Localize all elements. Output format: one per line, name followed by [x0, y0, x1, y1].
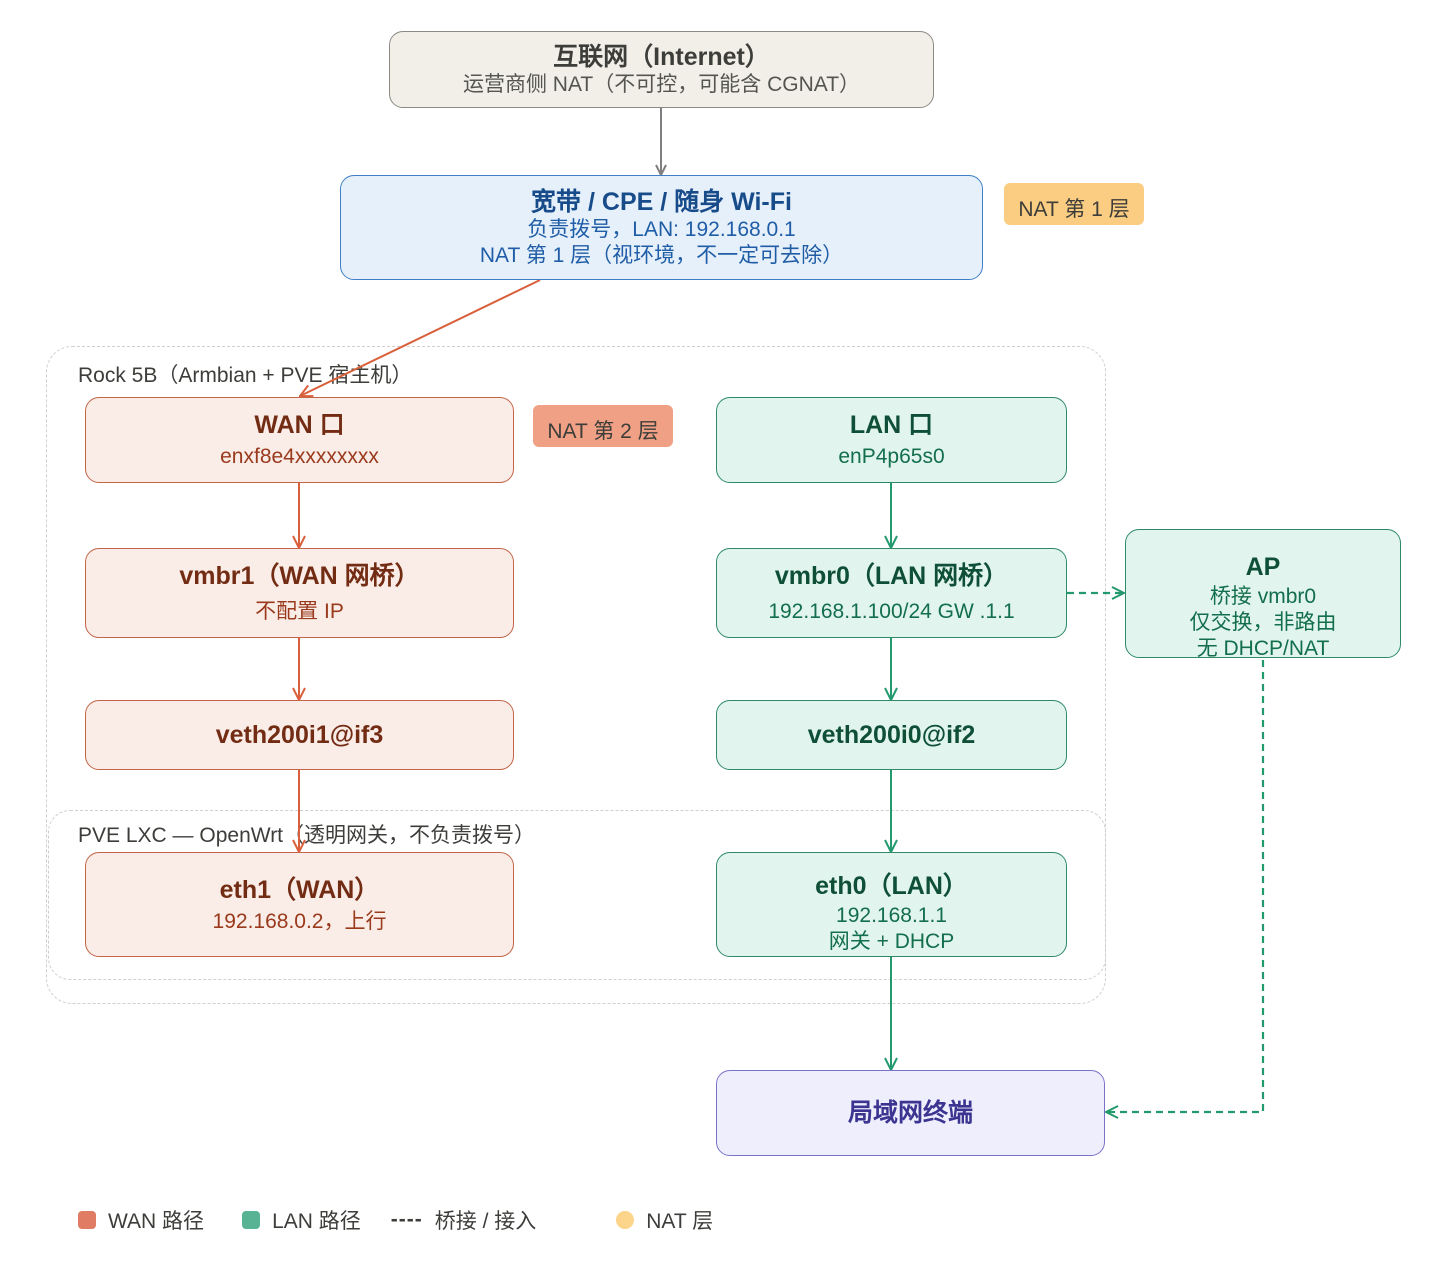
cpe-node[interactable]: 宽带 / CPE / 随身 Wi-Fi 负责拨号，LAN: 192.168.0.… [340, 175, 983, 280]
nat1-badge: NAT 第 1 层 [1004, 183, 1144, 225]
wan-port-subtitle: enxf8e4xxxxxxxx [220, 445, 379, 468]
legend-wan-label: WAN 路径 [108, 1210, 205, 1233]
legend-item-bridge: ---- 桥接 / 接入 [391, 1205, 537, 1235]
lxc-group [48, 810, 1106, 980]
vmbr0-subtitle: 192.168.1.100/24 GW .1.1 [768, 600, 1015, 623]
lan-port-node[interactable]: LAN 口 enP4p65s0 [716, 397, 1067, 483]
wan-port-node[interactable]: WAN 口 enxf8e4xxxxxxxx [85, 397, 514, 483]
internet-title: 互联网（Internet） [553, 42, 770, 71]
vmbr0-node[interactable]: vmbr0（LAN 网桥） 192.168.1.100/24 GW .1.1 [716, 548, 1067, 638]
lxc-group-label: PVE LXC — OpenWrt（透明网关，不负责拨号） [78, 824, 536, 847]
lan-port-subtitle: enP4p65s0 [838, 445, 945, 468]
nat2-badge: NAT 第 2 层 [533, 405, 673, 447]
wan-swatch-icon [78, 1211, 96, 1229]
lan-port-title: LAN 口 [849, 411, 934, 439]
lan-terminal-title: 局域网终端 [847, 1099, 973, 1127]
ap-title: AP [1245, 553, 1281, 581]
vmbr1-title: vmbr1（WAN 网桥） [179, 562, 420, 590]
lan-terminal-node[interactable]: 局域网终端 [716, 1070, 1105, 1156]
edge-ap-terminal [1106, 660, 1265, 1112]
edge-cpe-wan-port [300, 279, 541, 396]
veth-lan-title: veth200i0@if2 [807, 721, 976, 749]
legend-nat-label: NAT 层 [646, 1210, 714, 1233]
ap-subtitle-2: 仅交换，非路由 [1189, 611, 1337, 634]
dashed-line-icon: ---- [390, 1208, 423, 1231]
internet-subtitle: 运营商侧 NAT（不可控，可能含 CGNAT） [462, 72, 861, 96]
ap-node[interactable]: AP 桥接 vmbr0 仅交换，非路由 无 DHCP/NAT [1125, 529, 1401, 660]
legend-bridge-label: 桥接 / 接入 [434, 1210, 537, 1233]
vmbr1-subtitle: 不配置 IP [255, 600, 344, 623]
nat-swatch-icon [616, 1211, 635, 1229]
ap-subtitle-1: 桥接 vmbr0 [1209, 585, 1317, 608]
eth1-title: eth1（WAN） [219, 875, 380, 904]
wan-port-title: WAN 口 [254, 411, 345, 439]
cpe-title: 宽带 / CPE / 随身 Wi-Fi [531, 187, 792, 216]
legend-item-wan: WAN 路径 [78, 1205, 204, 1235]
eth0-title: eth0（LAN） [815, 872, 968, 900]
legend-lan-label: LAN 路径 [272, 1210, 361, 1233]
legend: WAN 路径 LAN 路径 ---- 桥接 / 接入 NAT 层 [78, 1205, 713, 1235]
cpe-subtitle-1: 负责拨号，LAN: 192.168.0.1 [527, 217, 796, 241]
vmbr0-title: vmbr0（LAN 网桥） [774, 562, 1009, 590]
cpe-subtitle-2: NAT 第 1 层（视环境，不一定可去除） [479, 243, 844, 267]
vmbr1-node[interactable]: vmbr1（WAN 网桥） 不配置 IP [85, 548, 514, 638]
eth0-node[interactable]: eth0（LAN） 192.168.1.1 网关 + DHCP [716, 852, 1067, 957]
eth0-subtitle-2: 网关 + DHCP [828, 930, 955, 953]
eth1-subtitle: 192.168.0.2，上行 [212, 909, 387, 933]
eth0-subtitle-1: 192.168.1.1 [836, 904, 947, 927]
host-group [46, 346, 1106, 1004]
eth1-node[interactable]: eth1（WAN） 192.168.0.2，上行 [85, 852, 514, 957]
internet-node[interactable]: 互联网（Internet） 运营商侧 NAT（不可控，可能含 CGNAT） [389, 31, 934, 108]
veth-wan-node[interactable]: veth200i1@if3 [85, 700, 514, 770]
legend-item-nat: NAT 层 [616, 1205, 713, 1235]
legend-item-lan: LAN 路径 [242, 1205, 361, 1235]
ap-subtitle-3: 无 DHCP/NAT [1196, 637, 1330, 660]
lan-swatch-icon [242, 1211, 261, 1229]
veth-wan-title: veth200i1@if3 [215, 721, 384, 749]
veth-lan-node[interactable]: veth200i0@if2 [716, 700, 1067, 770]
